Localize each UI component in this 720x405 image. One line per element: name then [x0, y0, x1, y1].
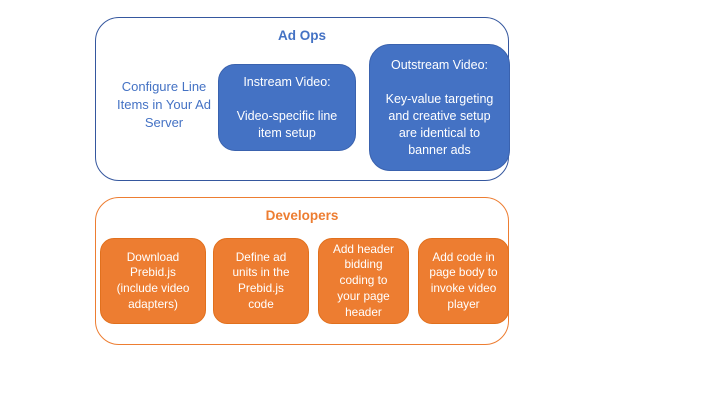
instream-video-box: Instream Video: Video-specific line item… — [218, 64, 356, 151]
step-add-page-body-code-box: Add code in page body to invoke video pl… — [418, 238, 509, 324]
developers-section-title: Developers — [265, 208, 339, 223]
step-add-header-bidding-box: Add header bidding coding to your page h… — [318, 238, 409, 324]
developers-section: Developers Download Prebid.js (include v… — [95, 197, 509, 345]
ad-ops-section-title: Ad Ops — [277, 28, 326, 43]
step-define-ad-units-box: Define ad units in the Prebid.js code — [213, 238, 309, 324]
ad-ops-side-note: Configure Line Items in Your Ad Server — [117, 79, 211, 130]
outstream-video-box: Outstream Video: Key-value targeting and… — [369, 44, 510, 171]
step-download-prebid-box: Download Prebid.js (include video adapte… — [100, 238, 206, 324]
ad-ops-section: Ad Ops Configure Line Items in Your Ad S… — [95, 17, 510, 181]
